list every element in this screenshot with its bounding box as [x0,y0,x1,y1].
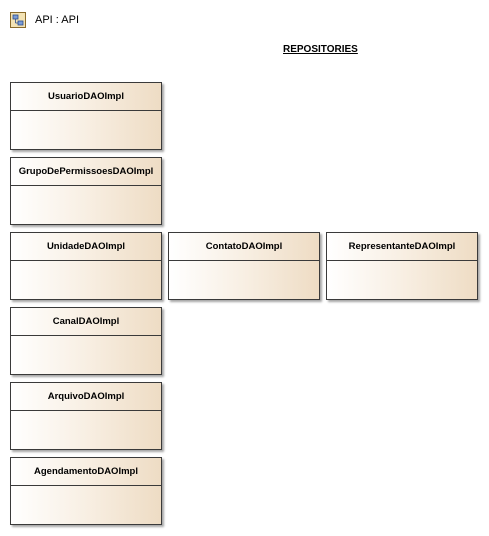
class-body [169,261,319,301]
diagram-package-icon [10,12,26,28]
class-name: ArquivoDAOImpl [11,383,161,411]
diagram-header: API : API [10,11,79,29]
class-arquivo-dao-impl[interactable]: ArquivoDAOImpl [10,382,162,450]
class-representante-dao-impl[interactable]: RepresentanteDAOImpl [326,232,478,300]
class-usuario-dao-impl[interactable]: UsuarioDAOImpl [10,82,162,150]
class-name: UnidadeDAOImpl [11,233,161,261]
class-body [11,186,161,226]
class-contato-dao-impl[interactable]: ContatoDAOImpl [168,232,320,300]
class-body [11,111,161,151]
class-canal-dao-impl[interactable]: CanalDAOImpl [10,307,162,375]
class-name: ContatoDAOImpl [169,233,319,261]
class-body [11,486,161,526]
class-name: UsuarioDAOImpl [11,83,161,111]
class-name: CanalDAOImpl [11,308,161,336]
class-body [11,261,161,301]
class-agendamento-dao-impl[interactable]: AgendamentoDAOImpl [10,457,162,525]
section-title: REPOSITORIES [283,44,358,55]
diagram-title: API : API [35,14,80,26]
class-body [11,411,161,451]
class-body [327,261,477,301]
class-name: AgendamentoDAOImpl [11,458,161,486]
class-name: GrupoDePermissoesDAOImpl [11,158,161,186]
class-name: RepresentanteDAOImpl [327,233,477,261]
class-unidade-dao-impl[interactable]: UnidadeDAOImpl [10,232,162,300]
class-body [11,336,161,376]
class-grupo-de-permissoes-dao-impl[interactable]: GrupoDePermissoesDAOImpl [10,157,162,225]
